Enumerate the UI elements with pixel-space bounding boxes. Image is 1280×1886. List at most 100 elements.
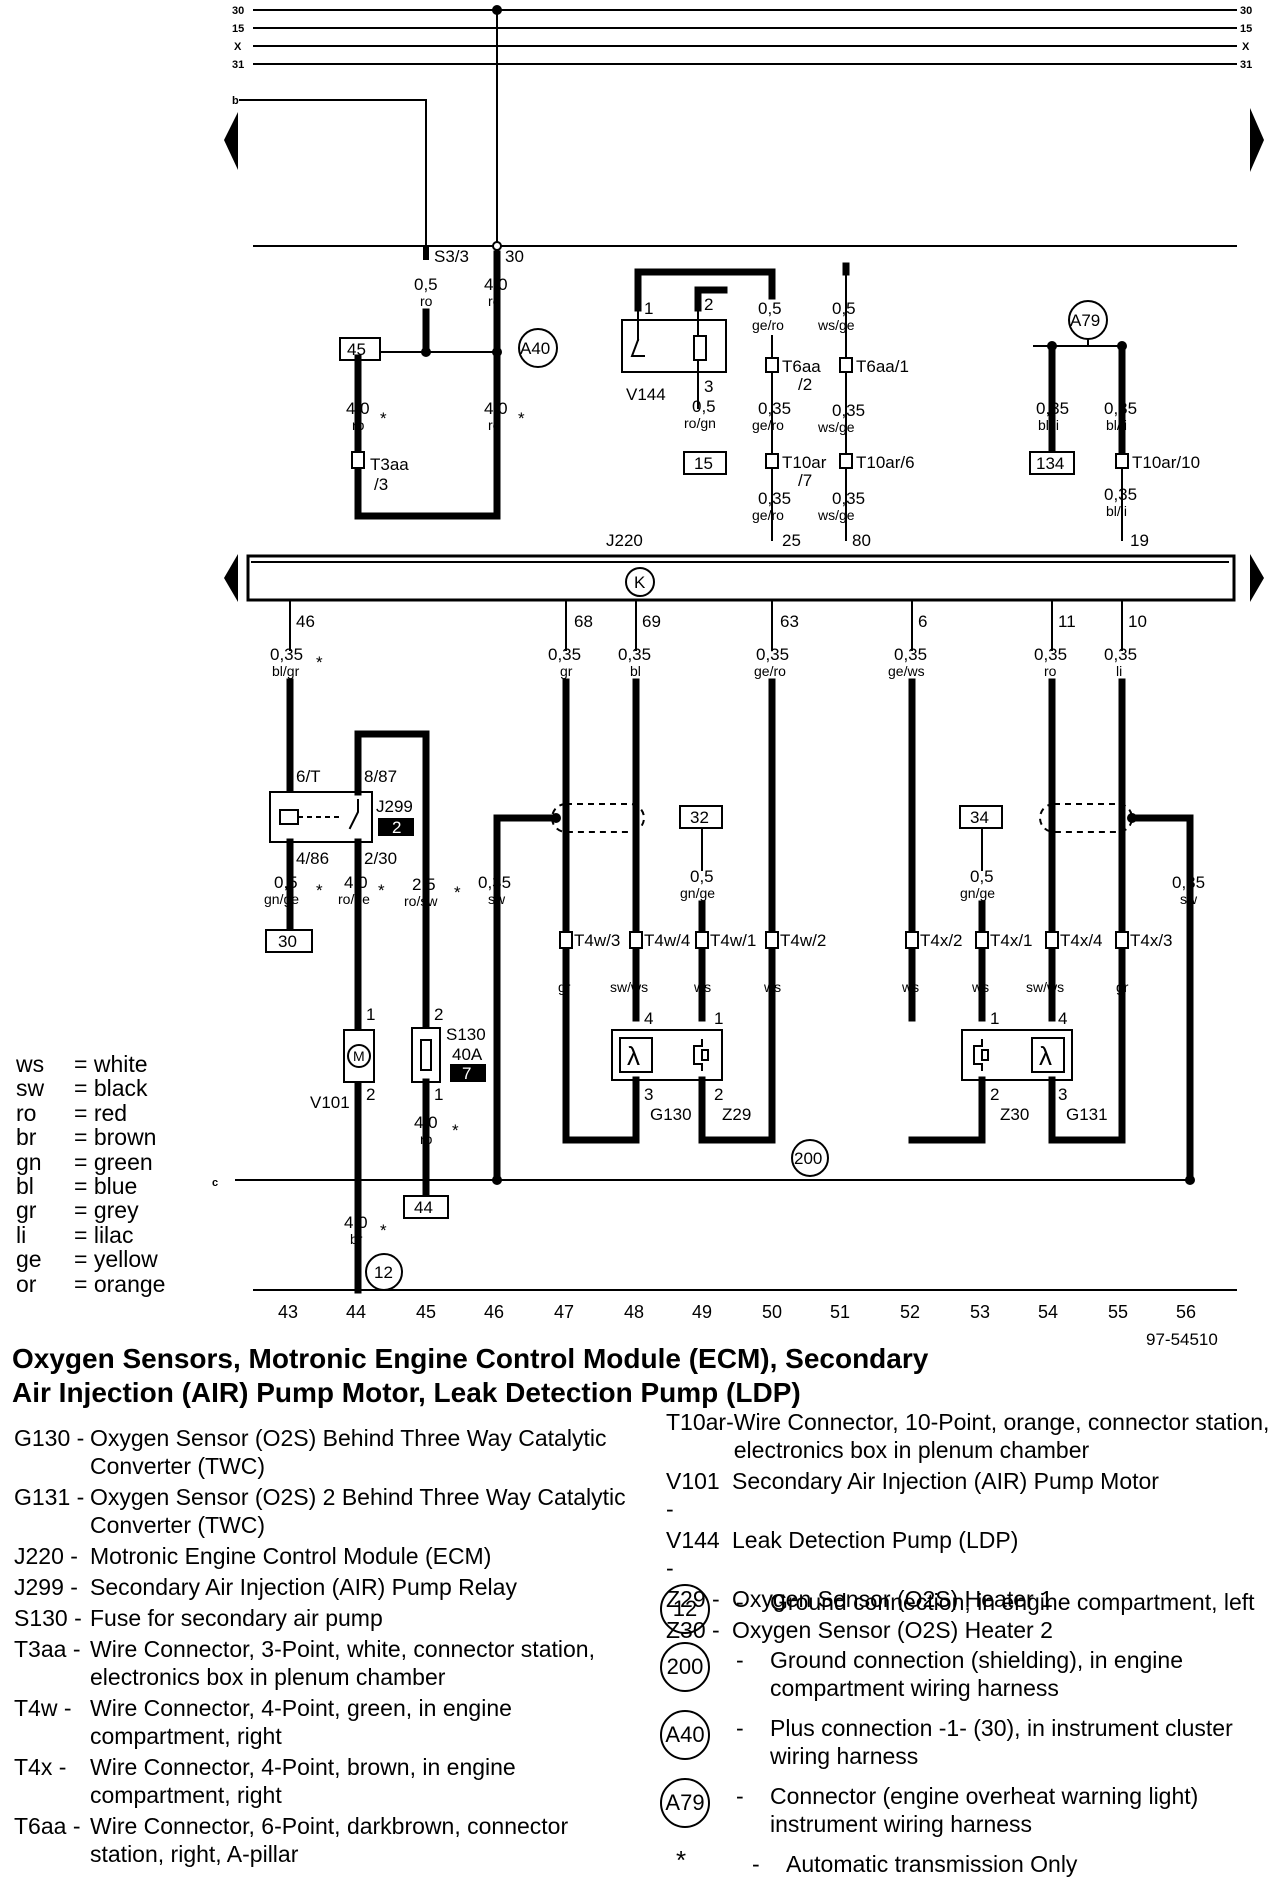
asterisk: * bbox=[454, 883, 461, 902]
label-t10ar: T10ar bbox=[782, 453, 827, 472]
list-item: S130 -Fuse for secondary air pump bbox=[14, 1604, 634, 1632]
component-text: Oxygen Sensor (O2S) Heater 1 bbox=[732, 1586, 1053, 1612]
pin: 1 bbox=[644, 299, 653, 318]
wire-size: 4,0 bbox=[344, 1213, 368, 1232]
pin: 4 bbox=[644, 1009, 653, 1028]
component-text: Oxygen Sensor (O2S) Heater 2 bbox=[732, 1617, 1053, 1643]
legend-name: orange bbox=[93, 1270, 166, 1297]
pin: 1 bbox=[434, 1085, 443, 1104]
legend-abbr: ro bbox=[16, 1099, 37, 1126]
wire-size: 0,5 bbox=[970, 867, 994, 886]
badge: 2 bbox=[392, 818, 401, 837]
column-number: 45 bbox=[416, 1302, 436, 1322]
wire-color: bl/li bbox=[1106, 417, 1127, 433]
wire-size: 4,0 bbox=[344, 873, 368, 892]
ref-box-134: 134 bbox=[1036, 454, 1064, 473]
marker-b: b bbox=[232, 95, 239, 107]
legend-abbr: li bbox=[16, 1221, 27, 1248]
list-item: V101 -Secondary Air Injection (AIR) Pump… bbox=[666, 1467, 1270, 1523]
legend-name: red bbox=[93, 1099, 128, 1126]
pin: 63 bbox=[780, 612, 799, 631]
legend-name: white bbox=[93, 1051, 148, 1077]
component-text: Motronic Engine Control Module (ECM) bbox=[90, 1543, 492, 1569]
wire-size: 0,35 bbox=[756, 645, 789, 664]
lambda-icon: λ bbox=[627, 1041, 640, 1071]
wire-color: gn/ge bbox=[264, 891, 299, 907]
a79-wiring: A79 0,35 bl/li 0,35 bl/li 134 T10ar/10 0… bbox=[1029, 300, 1200, 550]
label-j299: J299 bbox=[376, 797, 413, 816]
wire-size: 0,5 bbox=[832, 299, 856, 318]
asterisk: * bbox=[518, 409, 525, 428]
column-number: 52 bbox=[900, 1302, 920, 1322]
pin: 1 bbox=[990, 1009, 999, 1028]
motor-symbol: M bbox=[353, 1048, 365, 1064]
wire-size: 0,35 bbox=[894, 645, 927, 664]
wire-color: ge/ro bbox=[754, 663, 786, 679]
column-number: 47 bbox=[554, 1302, 574, 1322]
wire-color: ws bbox=[901, 979, 919, 995]
ref-box-15: 15 bbox=[694, 454, 713, 473]
legend-abbr: or bbox=[16, 1270, 37, 1297]
list-item: T3aa -Wire Connector, 3-Point, white, co… bbox=[14, 1635, 634, 1691]
rail-label: 30 bbox=[1240, 5, 1252, 17]
pin: 2 bbox=[990, 1085, 999, 1104]
column-number: 50 bbox=[762, 1302, 782, 1322]
rail-label: 15 bbox=[232, 23, 244, 35]
list-item: 200-Ground connection (shielding), in en… bbox=[660, 1642, 1270, 1702]
label-s33: S3/3 bbox=[434, 247, 469, 266]
asterisk: * bbox=[380, 409, 387, 428]
ecm-output-wires bbox=[286, 599, 1126, 1144]
column-number: 53 bbox=[970, 1302, 990, 1322]
column-number: 49 bbox=[692, 1302, 712, 1322]
label-v144: V144 bbox=[626, 385, 666, 404]
list-item: T4x -Wire Connector, 4-Point, brown, in … bbox=[14, 1753, 634, 1809]
shield-ground: c 200 bbox=[212, 1139, 1195, 1189]
component-code: T6aa - bbox=[14, 1813, 81, 1839]
lambda-icon: λ bbox=[1039, 1041, 1052, 1071]
wire-color: gn/ge bbox=[960, 885, 995, 901]
pin: 6/T bbox=[296, 767, 321, 786]
legend-row: or= orange bbox=[16, 1270, 166, 1297]
component-text: Wire Connector, 10-Point, orange, connec… bbox=[733, 1409, 1270, 1463]
wire-size: 0,35 bbox=[1036, 399, 1069, 418]
connector-label: T4w/4 bbox=[644, 931, 690, 950]
wire-color: br bbox=[350, 1231, 363, 1247]
wire-size: 0,35 bbox=[1104, 399, 1137, 418]
ref-box-45: 45 bbox=[347, 340, 366, 359]
component-text: Oxygen Sensor (O2S) 2 Behind Three Way C… bbox=[90, 1484, 626, 1538]
wire-color: ge/ro bbox=[752, 417, 784, 433]
legend-name: yellow bbox=[93, 1246, 158, 1273]
component-text: Oxygen Sensor (O2S) Behind Three Way Cat… bbox=[90, 1425, 607, 1479]
rail-label: X bbox=[1242, 41, 1250, 53]
wire-color: ws/ge bbox=[817, 419, 855, 435]
wire-size: 0,35 bbox=[548, 645, 581, 664]
ground-id-badge: A79 bbox=[660, 1778, 710, 1828]
right-arrow-icon bbox=[1250, 108, 1264, 172]
list-item: J299 -Secondary Air Injection (AIR) Pump… bbox=[14, 1573, 634, 1601]
title-line-2: Air Injection (AIR) Pump Motor, Leak Det… bbox=[12, 1377, 801, 1408]
legend-abbr: sw bbox=[16, 1075, 45, 1102]
ref-box-34: 34 bbox=[970, 808, 989, 827]
label-30: 30 bbox=[505, 247, 524, 266]
legend-name: brown bbox=[93, 1124, 157, 1151]
wire-color: ws/ge bbox=[817, 317, 855, 333]
wire-size: 0,35 bbox=[758, 489, 791, 508]
ecm-k-icon bbox=[625, 567, 655, 597]
wire-color: bl/gr bbox=[272, 663, 300, 679]
connector-label: T4w/3 bbox=[574, 931, 620, 950]
legend-row: li= lilac bbox=[16, 1221, 134, 1248]
list-item: A79-Connector (engine overheat warning l… bbox=[660, 1778, 1270, 1838]
legend-row: bl= blue bbox=[16, 1173, 138, 1200]
page-title: Oxygen Sensors, Motronic Engine Control … bbox=[12, 1342, 928, 1410]
ground-text: Ground connection (shielding), in engine… bbox=[770, 1647, 1183, 1701]
wire-size: 4,0 bbox=[414, 1113, 438, 1132]
rail-label: X bbox=[234, 41, 242, 53]
pin: 46 bbox=[296, 612, 315, 631]
wire-size: 0,35 bbox=[832, 489, 865, 508]
wire-color: ge/ro bbox=[752, 507, 784, 523]
legend-name: lilac bbox=[93, 1221, 134, 1248]
column-number: 44 bbox=[346, 1302, 366, 1322]
legend-name: green bbox=[93, 1148, 153, 1175]
wire-color: ro bbox=[1044, 663, 1057, 679]
component-code: T4w - bbox=[14, 1695, 72, 1721]
